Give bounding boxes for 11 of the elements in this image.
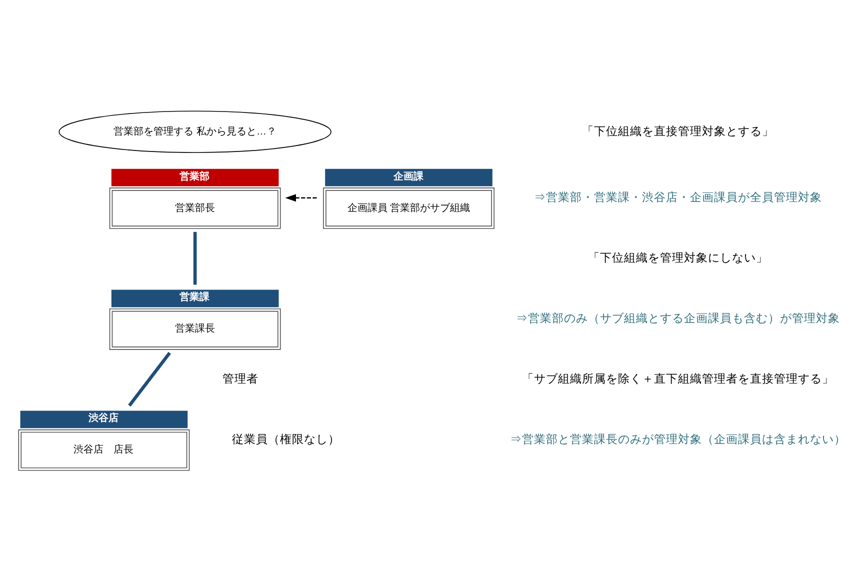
label: ⇒営業部と営業課長のみが管理対象（企画課員は含まれない） (510, 433, 846, 446)
label: ⇒営業部・営業課・渋谷店・企画課員が全員管理対象 (534, 191, 822, 204)
label: 「サブ組織所属を除く＋直下組織管理者を直接管理する」 (522, 372, 834, 385)
label: 「下位組織を直接管理対象とする」 (582, 125, 774, 138)
node-ellipse: 営業部を管理する 私から見ると…？ (58, 110, 332, 152)
arrow (285, 194, 317, 202)
connector (193, 231, 197, 284)
label: 管理者 (222, 372, 259, 385)
label: ⇒営業部のみ（サブ組織とする企画課員も含む）が管理対象 (516, 312, 840, 324)
label: 「下位組織を管理対象にしない」 (588, 252, 768, 264)
label: 従業員（権限なし） (232, 433, 340, 446)
